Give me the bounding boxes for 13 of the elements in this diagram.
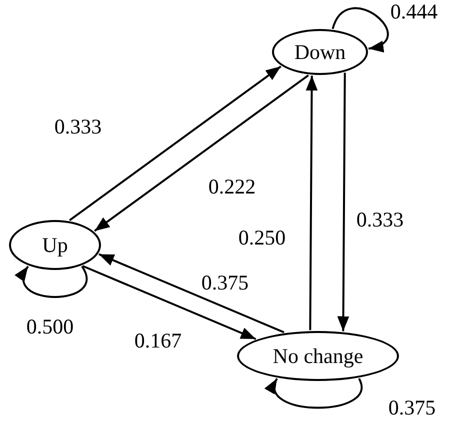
state-ellipse [9,220,101,270]
state-label: No change [272,344,364,368]
self-loop-arrow [16,266,88,298]
self-loop-arrow [332,7,389,50]
arrow [94,74,309,232]
arrow [98,253,284,334]
arrow [82,265,256,340]
state-label: Up [42,232,68,258]
arrow [306,76,318,330]
state-label: Down [294,40,346,64]
self-loop-arrow [266,378,363,409]
arrow [337,72,350,332]
arrow [69,66,282,222]
